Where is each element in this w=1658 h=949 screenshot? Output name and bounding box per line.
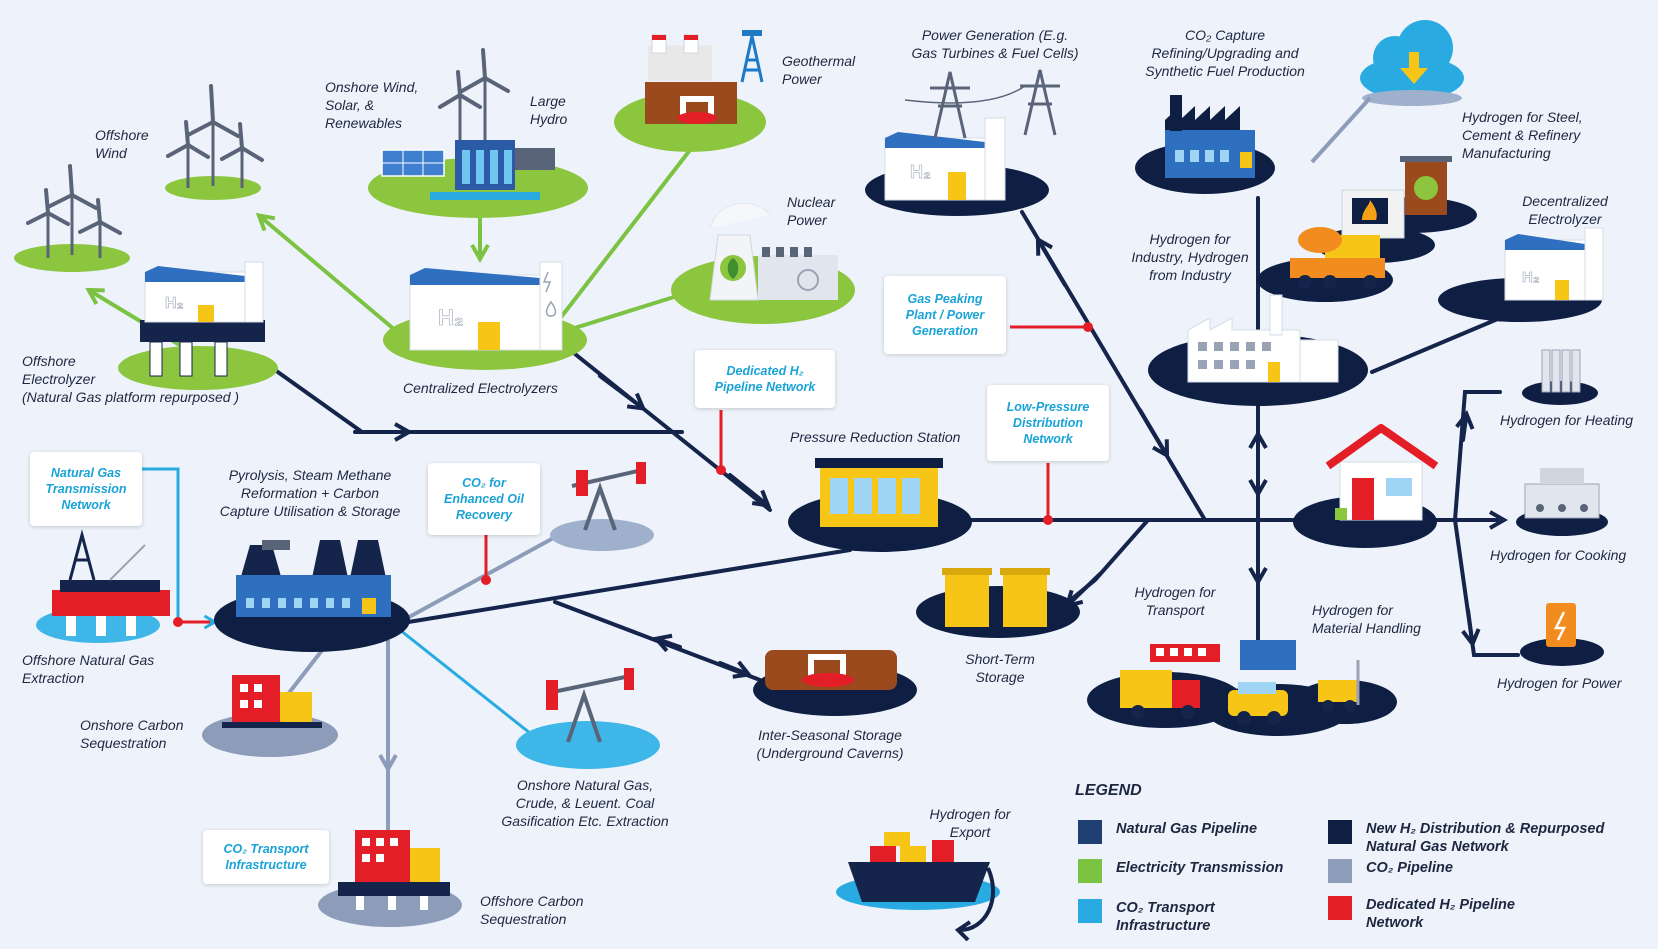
label-nuclear: Nuclear Power — [787, 194, 836, 228]
legend-item: Dedicated H₂ Pipeline Network — [1328, 896, 1515, 932]
label-offshore-wind: Offshore Wind — [95, 127, 149, 161]
onshore-natural-gas-pump-icon — [516, 668, 660, 769]
label-onshore-carbon: Onshore Carbon Sequestration — [80, 717, 184, 751]
steel-cement-refinery-icon — [1257, 156, 1477, 302]
label-hydrogen-cooking: Hydrogen for Cooking — [1490, 547, 1627, 563]
legend-swatch — [1078, 899, 1102, 923]
callout-co2-transport: CO₂ Transport Infrastructure — [203, 830, 329, 884]
label-short-term-storage: Short-Term Storage — [965, 651, 1035, 685]
renewables-hub-icon — [368, 48, 588, 218]
onshore-oil-pump-icon — [550, 462, 654, 551]
label-onshore-gas: Onshore Natural Gas, Crude, & Leuent. Co… — [501, 777, 669, 829]
pressure-reduction-station-icon — [788, 458, 972, 552]
co2-capture-refinery-icon — [1135, 95, 1275, 194]
legend-label: Natural Gas Pipeline — [1116, 821, 1258, 837]
legend-item: Natural Gas Pipeline — [1078, 820, 1257, 844]
legend-swatch — [1328, 820, 1352, 844]
label-decentralized-electrolyzer: Decentralized Electrolyzer — [1522, 193, 1608, 227]
label-hydrogen-heating: Hydrogen for Heating — [1500, 412, 1634, 428]
callout-natural-gas-transmission: Natural Gas Transmission Network — [30, 452, 142, 526]
callout-low-pressure: Low-Pressure Distribution Network — [987, 385, 1109, 461]
label-offshore-gas-extraction: Offshore Natural Gas Extraction — [22, 652, 155, 686]
label-hydrogen-export: Hydrogen for Export — [929, 806, 1011, 840]
legend-label: CO₂ Transport Infrastructure — [1116, 900, 1215, 934]
legend-item: CO₂ Transport Infrastructure — [1078, 899, 1215, 935]
label-co2-capture: CO₂ Capture Refining/Upgrading and Synth… — [1145, 27, 1305, 79]
legend-swatch — [1328, 896, 1352, 920]
label-inter-seasonal: Inter-Seasonal Storage (Underground Cave… — [756, 727, 904, 761]
decentralized-electrolyzer-icon — [1438, 227, 1604, 322]
h2-label-offshore: H₂ — [165, 295, 184, 312]
offshore-electrolyzer-icon — [118, 261, 278, 390]
label-pyrolysis: Pyrolysis, Steam Methane Reformation + C… — [219, 467, 401, 519]
short-term-storage-icon — [916, 568, 1080, 638]
cloud-link-line — [1310, 96, 1372, 164]
dedicated-h2-lines — [178, 325, 1088, 624]
industry-hub-icon — [1148, 294, 1368, 406]
label-offshore-carbon: Offshore Carbon Sequestration — [480, 893, 584, 927]
label-centralized-electrolyzers: Centralized Electrolyzers — [403, 380, 558, 396]
house-icon — [1293, 424, 1439, 548]
h2-text-marks: H₂ H₂ H₂ H₂ — [165, 162, 1540, 331]
legend-item: New H₂ Distribution & Repurposed Natural… — [1328, 820, 1604, 856]
offshore-carbon-storage-icon — [318, 830, 462, 927]
label-onshore-wind: Onshore Wind, Solar, & Renewables — [325, 79, 419, 131]
legend-swatch — [1078, 820, 1102, 844]
cloud-download-icon — [1360, 20, 1464, 106]
h2-label-central: H₂ — [438, 305, 464, 330]
offshore-gas-rig-icon — [36, 529, 170, 643]
radiator-icon — [1522, 349, 1598, 405]
red-junctions — [173, 322, 1093, 627]
h2-label-decentral: H₂ — [1522, 269, 1540, 286]
legend-label: New H₂ Distribution & Repurposed Natural… — [1366, 821, 1605, 855]
underground-cavern-icon — [753, 650, 917, 716]
legend-title: LEGEND — [1075, 782, 1142, 799]
legend-label: Dedicated H₂ Pipeline Network — [1366, 897, 1515, 931]
callout-co2-eor: CO₂ for Enhanced Oil Recovery — [428, 463, 540, 535]
label-power-generation: Power Generation (E.g. Gas Turbines & Fu… — [911, 27, 1079, 61]
pyrolysis-smr-plant-icon — [214, 540, 410, 652]
offshore-wind-icon — [14, 164, 130, 272]
legend-label: Electricity Transmission — [1116, 860, 1284, 876]
label-offshore-electrolyzer: Offshore Electrolyzer (Natural Gas platf… — [22, 353, 240, 405]
export-ship-icon — [836, 832, 1000, 942]
label-large-hydro: Large Hydro — [530, 93, 568, 127]
label-hydrogen-transport: Hydrogen for Transport — [1134, 584, 1216, 618]
geothermal-icon — [614, 30, 766, 152]
callout-gas-peaking: Gas Peaking Plant / Power Generation — [884, 276, 1006, 354]
stove-icon — [1516, 468, 1608, 536]
legend-item: CO₂ Pipeline — [1328, 859, 1453, 883]
label-pressure-reduction: Pressure Reduction Station — [790, 429, 961, 445]
label-hydrogen-industry: Hydrogen for Industry, Hydrogen from Ind… — [1131, 231, 1249, 283]
label-geothermal: Geothermal Power — [782, 53, 856, 87]
onshore-wind-cluster-icon — [165, 84, 264, 200]
onshore-carbon-storage-icon — [202, 675, 338, 757]
nuclear-icon — [671, 203, 855, 324]
legend-item: Electricity Transmission — [1078, 859, 1283, 883]
callout-dedicated-h2: Dedicated H₂ Pipeline Network — [695, 350, 835, 408]
label-hydrogen-material: Hydrogen for Material Handling — [1312, 602, 1421, 636]
power-generation-icon — [865, 69, 1060, 216]
label-hydrogen-power: Hydrogen for Power — [1497, 675, 1622, 691]
h2-label-power: H₂ — [910, 162, 931, 182]
label-hydrogen-steel: Hydrogen for Steel, Cement & Refinery Ma… — [1462, 109, 1583, 161]
legend-swatch — [1328, 859, 1352, 883]
legend-swatch — [1078, 859, 1102, 883]
power-outlet-icon — [1520, 603, 1604, 666]
legend-label: CO₂ Pipeline — [1366, 860, 1453, 876]
centralized-electrolyzer-icon — [383, 261, 587, 370]
transport-vehicles-icon — [1087, 640, 1397, 736]
